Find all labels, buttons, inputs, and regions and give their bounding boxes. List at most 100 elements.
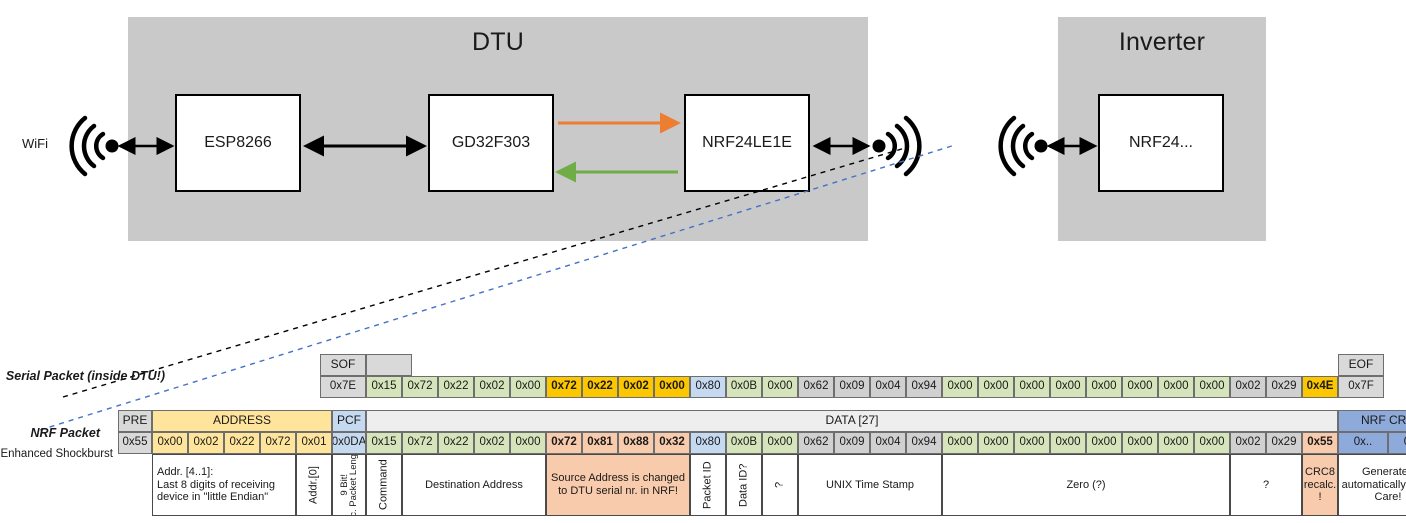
serial-byte-7: 0x02 [618,376,654,398]
nrf-pcf-header: PCF [332,410,366,432]
nrf-byte-21: 0x00 [1122,432,1158,454]
nrf-byte-25: 0x29 [1266,432,1302,454]
nrf-byte-11: 0x00 [762,432,798,454]
nrf-crc-byte-0: 0x.. [1338,432,1388,454]
annotation-pcf-line-1: Inc. Packet Length [348,454,359,516]
nrf-byte-4: 0x00 [510,432,546,454]
nrf-address-byte-3: 0x72 [260,432,296,454]
nrf-byte-23: 0x00 [1194,432,1230,454]
annotation-address: Addr. [4..1]:Last 8 digits of receiving … [152,454,296,516]
nrf-packet-row-label: NRF Packet [30,426,100,440]
nrf-byte-7: 0x88 [618,432,654,454]
serial-byte-2: 0x22 [438,376,474,398]
nrf-byte-24: 0x02 [1230,432,1266,454]
annotation-generated: Generated automatically. Dont Care! [1338,454,1406,516]
annotation-command: Command [366,454,402,516]
annotation-source-address: Source Address is changed to DTU serial … [546,454,690,516]
serial-byte-11: 0x00 [762,376,798,398]
nrf-address-byte-4: 0x01 [296,432,332,454]
nrf-byte-16: 0x00 [942,432,978,454]
nrf-byte-14: 0x04 [870,432,906,454]
serial-byte-1: 0x72 [402,376,438,398]
serial-sof-value: 0x7E [320,376,366,398]
serial-byte-6: 0x22 [582,376,618,398]
chip-esp8266-label: ESP8266 [204,134,272,151]
serial-byte-18: 0x00 [1014,376,1050,398]
dtu-title: DTU [472,28,524,56]
serial-byte-9: 0x80 [690,376,726,398]
serial-byte-0: 0x15 [366,376,402,398]
annotation-qmark-1: ? [762,454,798,516]
chip-nrf24-label: NRF24... [1128,134,1193,151]
serial-eof-header: EOF [1338,354,1384,376]
nrf-address-byte-1: 0x02 [188,432,224,454]
serial-byte-15: 0x94 [906,376,942,398]
wifi-label: WiFi [22,136,48,151]
chip-gd32f303-label: GD32F303 [451,134,531,151]
nrf-byte-12: 0x62 [798,432,834,454]
serial-byte-4: 0x00 [510,376,546,398]
nrf-byte-1: 0x72 [402,432,438,454]
block-diagram: DTU Inverter WiFi ESP8266 GD32F303 NRF24… [22,17,1266,241]
annotation-crc8: CRC8 recalc. ! [1302,454,1338,516]
nrf-byte-9: 0x80 [690,432,726,454]
nrf-pre-header: PRE [118,410,152,432]
nrf-pcf-value: 0x0DA [332,432,366,454]
nrf-byte-10: 0x0B [726,432,762,454]
nrf-byte-17: 0x00 [978,432,1014,454]
nrf-byte-19: 0x00 [1050,432,1086,454]
nrf-byte-0: 0x15 [366,432,402,454]
nrf-byte-5: 0x72 [546,432,582,454]
serial-byte-21: 0x00 [1122,376,1158,398]
annotation-packet-id: Packet ID [690,454,726,516]
nrf-address-byte-2: 0x22 [224,432,260,454]
serial-byte-3: 0x02 [474,376,510,398]
annotation-unix-timestamp: UNIX Time Stamp [798,454,942,516]
nrf-byte-3: 0x02 [474,432,510,454]
nrf-packet-row-sublabel: Enhanced Shockburst [0,448,113,460]
nrf-byte-26: 0x55 [1302,432,1338,454]
nrf-pre-value: 0x55 [118,432,152,454]
nrf-address-header: ADDRESS [152,410,332,432]
serial-byte-8: 0x00 [654,376,690,398]
serial-sof-header: SOF [320,354,366,376]
serial-byte-16: 0x00 [942,376,978,398]
serial-eof-value: 0x7F [1338,376,1384,398]
annotation-addr0: Addr.[0] [296,454,332,516]
nrf-address-byte-0: 0x00 [152,432,188,454]
chip-nrf24: NRF24... [1098,94,1224,192]
annotation-zero: Zero (?) [942,454,1230,516]
annotation-data-id: Data ID? [726,454,762,516]
nrf-byte-8: 0x32 [654,432,690,454]
nrf-byte-15: 0x94 [906,432,942,454]
chip-nrf24le1e-label: NRF24LE1E [702,134,792,151]
serial-byte-17: 0x00 [978,376,1014,398]
serial-byte-22: 0x00 [1158,376,1194,398]
nrf-byte-22: 0x00 [1158,432,1194,454]
chip-nrf24le1e: NRF24LE1E [684,94,810,192]
nrf-crc-byte-1: 0x.. [1388,432,1406,454]
serial-byte-14: 0x04 [870,376,906,398]
serial-sof-header-pad [366,354,412,376]
annotation-pcf: 9 Bit!Inc. Packet Length [332,454,366,516]
serial-byte-26: 0x4E [1302,376,1338,398]
serial-byte-10: 0x0B [726,376,762,398]
serial-byte-13: 0x09 [834,376,870,398]
chip-gd32f303: GD32F303 [428,94,554,192]
annotation-destination-address: Destination Address [402,454,546,516]
serial-byte-25: 0x29 [1266,376,1302,398]
serial-byte-5: 0x72 [546,376,582,398]
nrf-crc-header: NRF CRC [1338,410,1406,432]
serial-byte-12: 0x62 [798,376,834,398]
packet-tables: Serial Packet (inside DTU!) NRF Packet E… [0,340,1406,523]
serial-byte-19: 0x00 [1050,376,1086,398]
nrf-byte-13: 0x09 [834,432,870,454]
serial-byte-20: 0x00 [1086,376,1122,398]
nrf-data-header: DATA [27] [366,410,1338,432]
nrf-byte-20: 0x00 [1086,432,1122,454]
inverter-title: Inverter [1118,28,1206,56]
nrf-byte-18: 0x00 [1014,432,1050,454]
chip-esp8266: ESP8266 [175,94,301,192]
serial-byte-24: 0x02 [1230,376,1266,398]
nrf-byte-2: 0x22 [438,432,474,454]
